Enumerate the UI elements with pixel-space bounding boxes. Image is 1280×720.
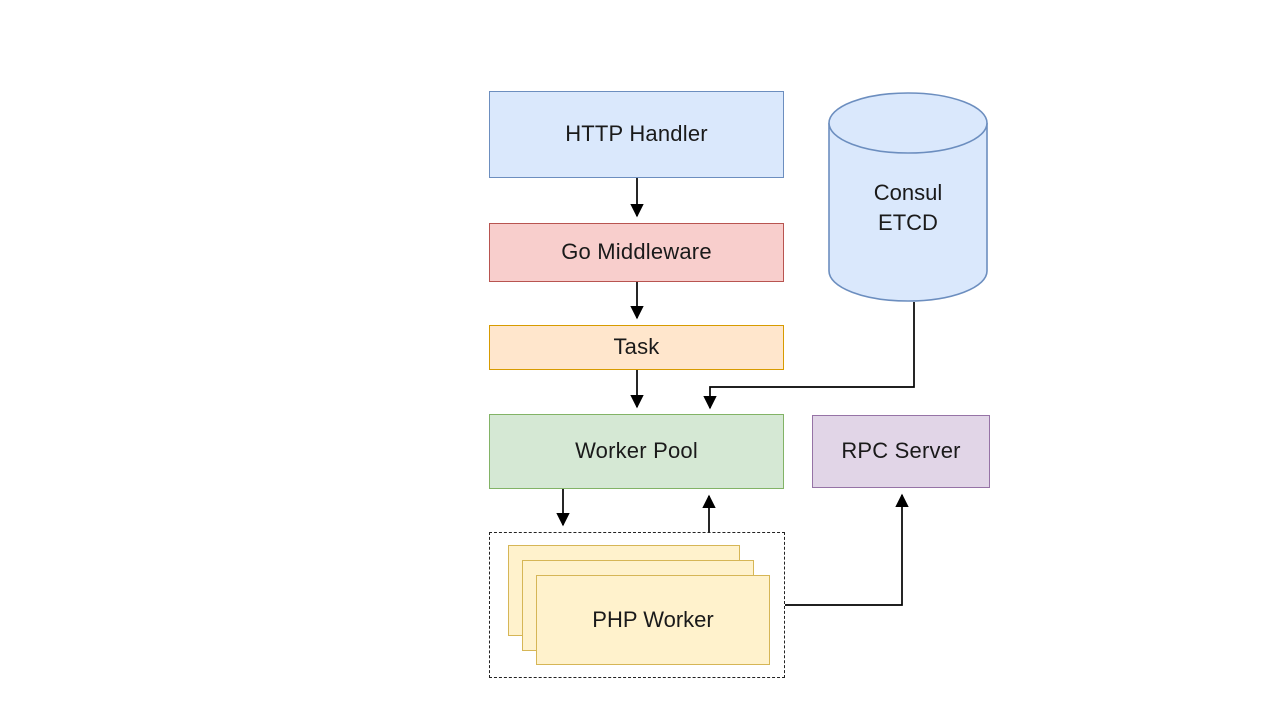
node-rpc-server: RPC Server (812, 415, 990, 488)
node-php-worker: PHP Worker (536, 575, 770, 665)
cylinder-shape (828, 92, 988, 302)
node-http-handler-label: HTTP Handler (565, 121, 708, 147)
node-consul-etcd-label: Consul ETCD (873, 180, 943, 235)
node-php-worker-label: PHP Worker (592, 607, 714, 632)
node-http-handler: HTTP Handler (489, 91, 784, 178)
cylinder-top (828, 92, 988, 154)
node-go-middleware-label: Go Middleware (561, 239, 712, 265)
node-worker-pool-label: Worker Pool (575, 438, 698, 464)
node-consul-etcd: Consul ETCD (828, 92, 988, 302)
node-go-middleware: Go Middleware (489, 223, 784, 282)
node-worker-pool: Worker Pool (489, 414, 784, 489)
node-task: Task (489, 325, 784, 370)
php-worker-group: PHP Worker (489, 532, 785, 678)
edge-php-worker-to-rpc-server (785, 493, 909, 606)
node-rpc-server-label: RPC Server (841, 438, 961, 464)
node-task-label: Task (613, 334, 660, 360)
cylinder-body (828, 123, 988, 302)
